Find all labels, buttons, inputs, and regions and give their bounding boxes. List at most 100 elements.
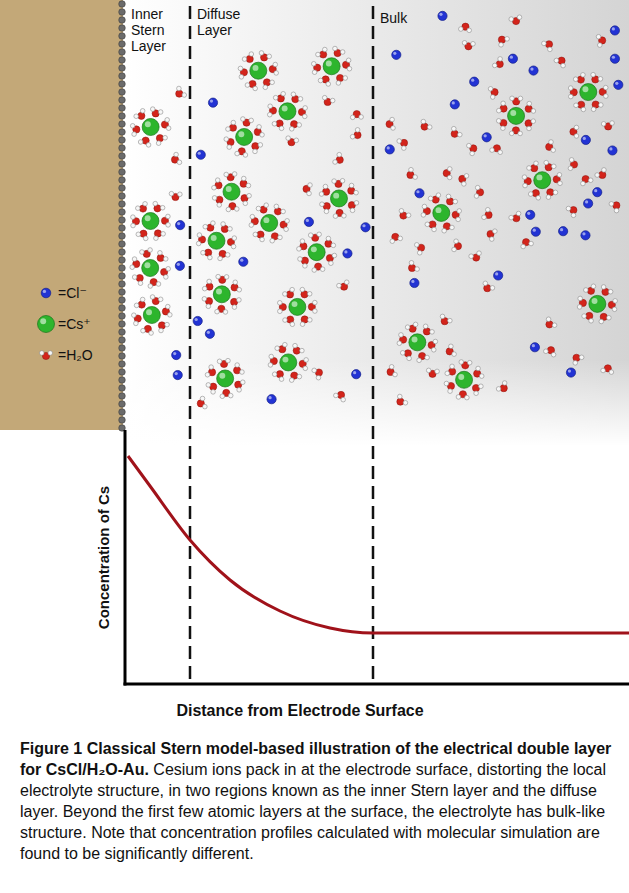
water-molecule [521,239,534,249]
hydrogen-atom [149,331,154,336]
hydrogen-atom [278,235,283,240]
hydrogen-atom [601,285,606,290]
cesium-ion-body [289,298,306,315]
water-molecule [570,125,579,138]
hydrogen-atom [274,204,279,209]
water-molecule [157,251,168,262]
highlight [533,229,536,232]
hydrogen-atom [347,66,352,71]
concentration-curve [128,456,629,633]
hydrogen-atom [166,223,171,228]
hydrogen-atom [259,51,264,56]
hydrogen-atom [177,160,182,165]
cesium-ion-body [143,307,160,324]
water-molecule [161,118,171,131]
y-axis [124,430,127,686]
highlight [510,56,513,59]
hydrogen-atom [544,160,549,165]
chloride-ion-body [173,370,182,379]
hydrogen-atom [509,131,514,136]
hydrogen-atom [390,117,395,122]
water-molecule [577,296,586,309]
highlight [173,352,176,355]
figure-caption: Figure 1 Classical Stern model-based ill… [20,738,614,864]
gold-atom [119,177,126,184]
chloride-ion-body [304,217,313,226]
cesium-ion [213,286,230,303]
highlight [532,344,535,347]
oxygen-atom [274,208,281,215]
legend-text: =Cs⁺ [58,316,91,332]
water-molecule [498,36,509,47]
water-molecule [596,34,606,47]
hydrogen-atom [432,227,437,232]
chloride-ion-body [450,100,459,109]
hydrogen-atom [397,139,402,144]
chloride-ion [392,50,401,59]
water-molecule [452,209,461,222]
hydrogen-atom [168,313,173,318]
highlight [210,100,213,103]
hydrogen-atom [318,78,323,83]
chloride-ion [526,210,535,219]
hydrogen-atom [474,194,479,199]
water-molecule [311,61,320,74]
hydrogen-atom [544,349,549,354]
hydrogen-atom [552,323,557,328]
hydrogen-atom [521,244,526,249]
water-molecule [130,257,140,270]
water-molecule [509,211,521,222]
oxygen-atom [138,301,145,308]
hydrogen-atom [312,70,317,75]
hydrogen-atom [467,143,472,148]
water-molecule [212,178,222,190]
water-molecule [150,295,163,305]
hydrogen-atom [393,372,398,377]
hydrogen-atom [260,237,265,242]
hydrated-cesium [212,172,252,212]
highlight [207,331,210,334]
hydrogen-atom [398,394,403,399]
hydrogen-atom [256,206,261,211]
hydrogen-atom [138,281,143,286]
highlight [40,318,46,324]
highlight [484,134,487,137]
hydrogen-atom [326,82,331,87]
water-molecule [269,62,278,75]
hydrogen-atom [574,125,579,130]
hydrogen-atom [141,328,146,333]
water-molecule [459,23,472,33]
gold-atom [119,361,126,368]
hydrogen-atom [499,42,504,47]
hydrogen-atom [573,77,578,82]
hydrogen-atom [456,395,461,400]
hydrogen-atom [531,109,536,114]
chloride-ion [208,98,217,107]
water-molecule [322,95,335,105]
hydrogen-atom [595,173,600,178]
water-molecule [289,121,301,132]
water-molecule [241,193,251,205]
gold-atom [119,345,126,352]
chloride-ion-body [494,271,503,280]
hydrogen-atom [217,203,222,208]
hydrogen-atom [518,96,523,101]
chloride-ion-body [508,54,517,63]
water-molecule [474,185,483,198]
oxygen-atom [252,143,259,150]
oxygen-atom [558,57,565,64]
hydrogen-atom [476,366,481,371]
hydrogen-atom [456,217,461,222]
hydrogen-atom [131,223,136,228]
hydrogen-atom [417,358,422,363]
hydrogen-atom [140,109,145,114]
water-molecule [350,111,363,120]
hydrogen-atom [614,208,619,213]
hydrogen-atom [546,317,551,322]
highlight [211,235,217,241]
chloride-ion-body [581,135,590,144]
hydrogen-atom [568,166,573,171]
hydrogen-atom [477,251,482,256]
hydrated-cesium [319,178,359,218]
water-molecule [609,202,620,213]
